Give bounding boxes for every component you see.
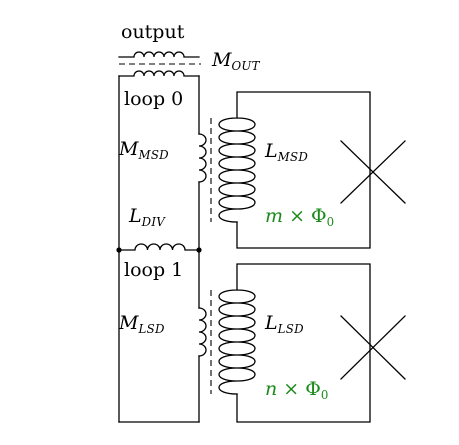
msd-loop-wire <box>236 91 371 249</box>
ldiv-inductor <box>118 243 200 251</box>
lmsd-inductor <box>218 117 256 223</box>
l-div-label: LDIV <box>129 205 166 230</box>
mutual-msd-primary-coil <box>198 133 207 183</box>
lsd-loop-wire <box>236 263 371 423</box>
m-out-label: MOUT <box>212 49 260 74</box>
mutual-lsd-primary-coil <box>198 307 207 357</box>
l-msd-label: LMSD <box>265 140 309 165</box>
llsd-inductor <box>218 289 256 395</box>
output-transformer-top-coil <box>118 51 200 58</box>
m-lsd-label: MLSD <box>119 312 165 337</box>
l-lsd-label: LLSD <box>265 312 304 337</box>
lsd-junction-cross <box>340 315 406 380</box>
junction-left <box>116 247 122 253</box>
m-msd-label: MMSD <box>119 138 169 163</box>
loop0-label: loop 0 <box>124 88 184 110</box>
output-label: output <box>121 21 185 43</box>
msd-junction-cross <box>340 140 406 204</box>
flux-m-label: m × Φ0 <box>265 205 335 230</box>
flux-n-label: n × Φ0 <box>265 378 329 403</box>
loop1-label: loop 1 <box>124 259 184 281</box>
output-transformer-bottom-coil <box>118 70 200 77</box>
